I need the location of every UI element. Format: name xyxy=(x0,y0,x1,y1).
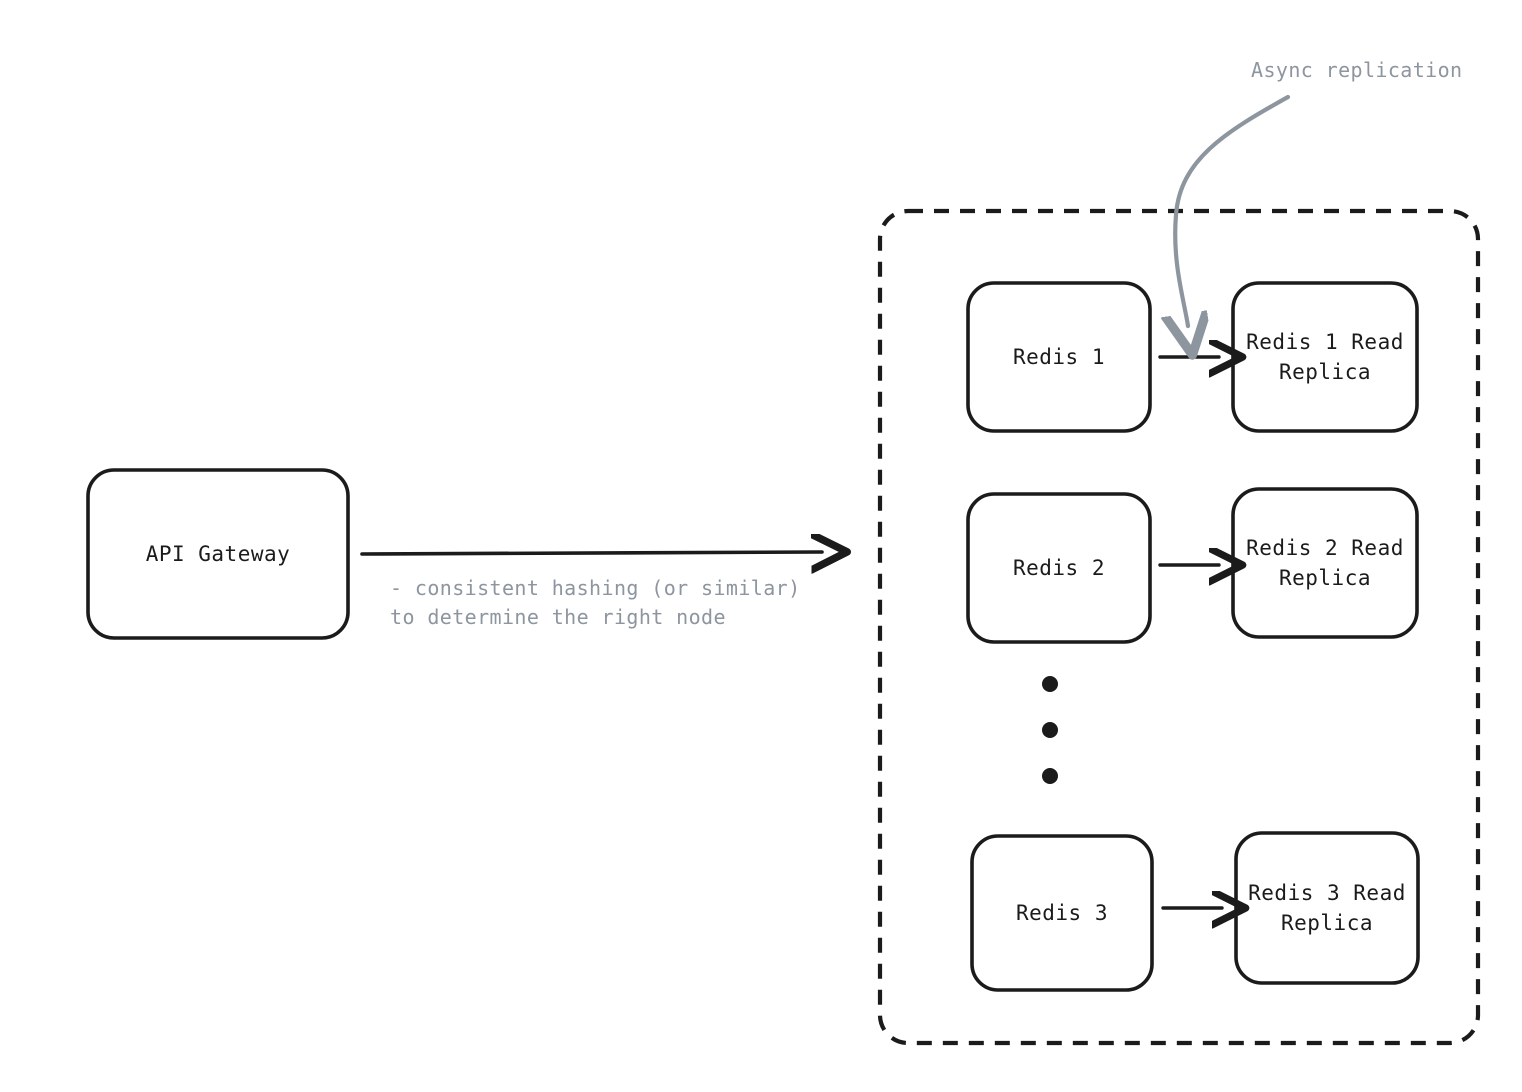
gateway-to-cluster-arrow xyxy=(360,552,822,554)
redis-cluster-boundary xyxy=(877,208,1481,1046)
api-gateway-label: API Gateway xyxy=(145,542,291,566)
ellipsis-dot xyxy=(1042,722,1058,738)
redis-2-label: Redis 2 xyxy=(1012,556,1105,580)
redis-3-replica-box[interactable] xyxy=(1234,831,1420,985)
redis-3-replica-label: Redis 3 Read Replica xyxy=(1248,881,1406,935)
redis-1-label: Redis 1 xyxy=(1012,345,1105,369)
redis-2-box[interactable] xyxy=(966,492,1152,644)
redis-1-replica-box[interactable] xyxy=(1231,281,1419,433)
redis-3-box[interactable] xyxy=(970,834,1154,992)
api-gateway-box[interactable] xyxy=(86,468,350,640)
redis-1-replica-label: Redis 1 Read Replica xyxy=(1246,330,1404,384)
redis-3-label: Redis 3 xyxy=(1015,901,1108,925)
routing-note-annotation: - consistent hashing (or similar) to det… xyxy=(390,576,801,629)
async-replication-callout-arrow xyxy=(1175,94,1291,326)
ellipsis-dot xyxy=(1042,768,1058,784)
redis-2-replica-label: Redis 2 Read Replica xyxy=(1246,536,1404,590)
redis-1-box[interactable] xyxy=(966,281,1152,433)
redis-2-replica-box[interactable] xyxy=(1231,487,1419,639)
async-replication-annotation: Async replication xyxy=(1251,58,1463,82)
ellipsis-dot xyxy=(1042,676,1058,692)
